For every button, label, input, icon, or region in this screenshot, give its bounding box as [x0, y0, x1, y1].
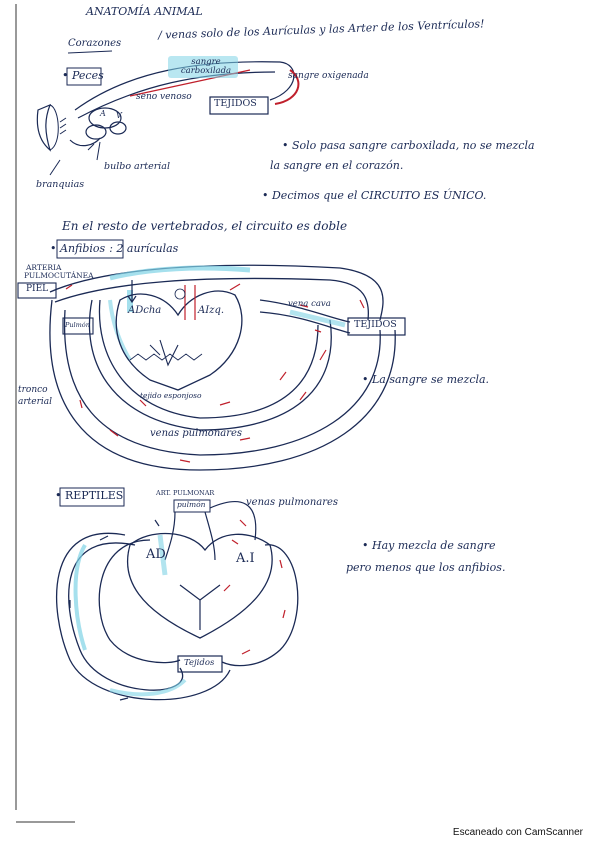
tejido-esponjoso-label: tejido esponjoso: [140, 391, 202, 400]
branquias-label: branquias: [36, 179, 85, 190]
reptiles-tejidos-box: Tejidos: [184, 658, 215, 668]
anfibios-label-text: Anfibios: [60, 242, 106, 255]
reptiles-note-line1: • Hay mezcla de sangre: [362, 539, 496, 552]
peces-label-text: Peces: [72, 69, 104, 82]
anfibios-label: • Anfibios: 2 aurículas: [50, 242, 179, 255]
camscanner-footer: Escaneado con CamScanner: [452, 827, 583, 838]
anfibios-ad-label: ADcha: [128, 305, 162, 316]
tronco-arterial-line2: arterial: [18, 397, 53, 407]
peces-label: • Peces: [62, 69, 104, 82]
reptiles-note-line2: pero menos que los anfibios.: [346, 561, 506, 574]
anfibios-subtitle: : 2 aurículas: [109, 242, 179, 255]
reptiles-label-text: REPTILES: [65, 489, 124, 502]
anfibios-note: • La sangre se mezcla.: [362, 373, 490, 386]
intro-vertebrados: En el resto de vertebrados, el circuito …: [62, 219, 348, 233]
sangre-oxigenada-label: sangre oxigenada: [288, 71, 369, 81]
page-title: ANATOMÍA ANIMAL: [86, 5, 203, 18]
tronco-arterial-line1: tronco: [18, 385, 48, 395]
peces-tejidos-box: TEJIDOS: [214, 98, 257, 109]
peces-note-2: • Decimos que el CIRCUITO ES ÚNICO.: [262, 189, 487, 202]
peces-heart-a: A: [100, 109, 106, 118]
anfibios-ai-label: AIzq.: [198, 305, 225, 316]
anfibios-venas-pulmonares: venas pulmonares: [150, 428, 243, 439]
reptiles-venas-pulmonares: venas pulmonares: [246, 497, 339, 508]
reptiles-ai-label: A.I: [236, 551, 255, 566]
bulbo-arterial-label: bulbo arterial: [104, 161, 170, 172]
piel-box: PIEL: [26, 284, 49, 294]
topic-heading: Corazones: [68, 38, 122, 49]
reptiles-ad-label: AD: [146, 547, 166, 562]
anfibios-tejidos-box: TEJIDOS: [354, 319, 397, 330]
reptiles-pulmon-box: pulmón: [177, 500, 206, 509]
fish-circuit-diagram: [36, 50, 300, 176]
anfibios-pulmon-box: Pulmón: [65, 321, 90, 329]
reptile-circuit-diagram: [55, 487, 299, 701]
seno-venoso-label: seno venoso: [136, 92, 192, 102]
peces-note-1-line2: la sangre en el corazón.: [270, 159, 404, 172]
peces-note-1-line1: • Solo pasa sangre carboxilada, no se me…: [282, 139, 535, 152]
amphibian-circuit-diagram: [17, 239, 406, 471]
arteria-pulmocutanea-line2: PULMOCUTÁNEA: [24, 271, 94, 280]
sangre-carboxilada-label: sangre carboxilada: [180, 57, 232, 77]
peces-heart-v: V: [116, 111, 122, 120]
reptiles-label: • REPTILES: [55, 489, 124, 502]
art-pulmonar-label: ART. PULMONAR: [156, 489, 215, 497]
arteria-pulmocutanea-line1: ARTERIA: [26, 263, 62, 272]
vena-cava-label: vena cava: [288, 299, 331, 309]
